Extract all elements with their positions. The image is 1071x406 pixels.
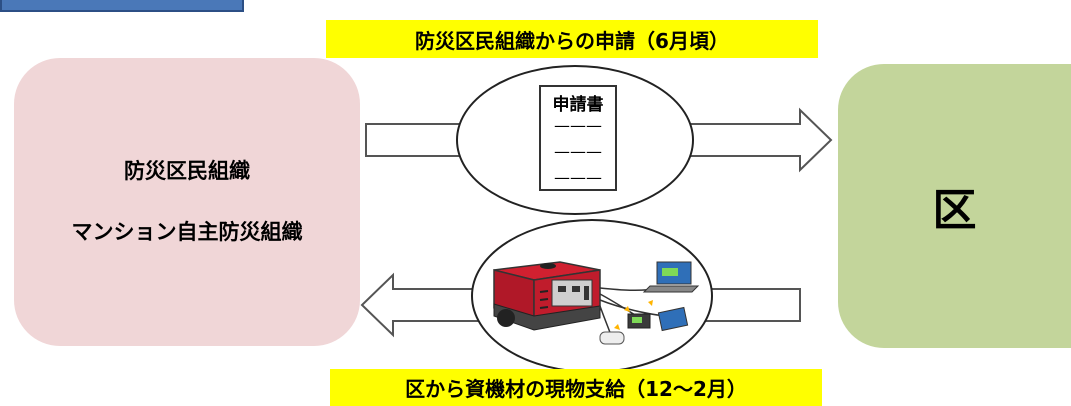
top-left-tab — [0, 0, 244, 12]
form-line-2: ——— — [554, 142, 602, 161]
form-line-3: ——— — [554, 168, 602, 187]
form-line-1: ——— — [554, 116, 602, 135]
generator-with-devices-icon — [493, 261, 700, 345]
org-label-2: マンション自主防災組織 — [71, 220, 303, 244]
form-title: 申請書 — [553, 94, 604, 115]
application-banner: 防災区民組織からの申請（6月頃） — [326, 20, 818, 58]
supply-banner: 区から資機材の現物支給（12〜2月） — [330, 369, 822, 406]
disaster-prevention-org-box: 防災区民組織 マンション自主防災組織 — [14, 58, 360, 346]
application-form-icon: 申請書 ——— ——— ——— — [539, 85, 617, 191]
org-label-1: 防災区民組織 — [124, 159, 250, 183]
ward-label: 区 — [932, 185, 977, 236]
ward-box: 区 — [838, 64, 1071, 348]
